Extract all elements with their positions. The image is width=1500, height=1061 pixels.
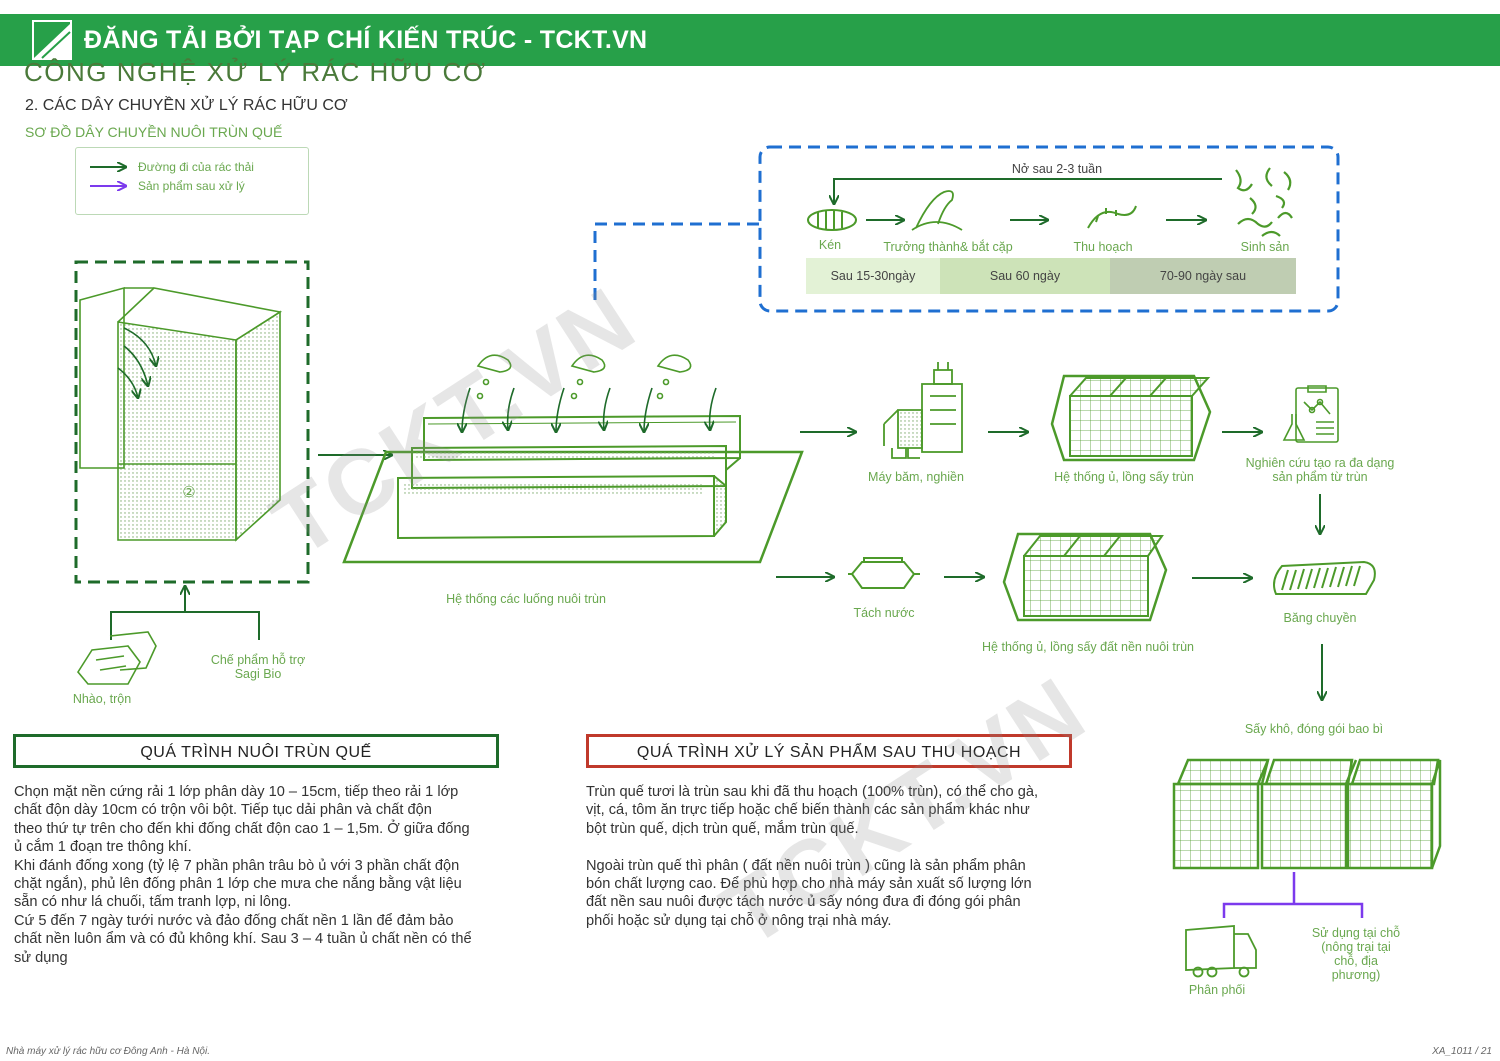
- distribution-label: Phân phối: [1188, 983, 1246, 997]
- process-left-text: Chọn mặt nền cứng rải 1 lớp phân dày 10 …: [14, 784, 472, 966]
- process-left-title: QUÁ TRÌNH NUÔI TRÙN QUẾ: [13, 734, 499, 768]
- section-title: CÔNG NGHỆ XỬ LÝ RÁC HỮU CƠ: [24, 57, 487, 87]
- grinder-label: Máy băm, nghiền: [868, 470, 964, 484]
- mix-to-compost-line: [110, 611, 260, 640]
- packing-label: Sấy khô, đóng gói bao bì: [1244, 722, 1384, 736]
- stage-reproduce: Sinh sản: [1240, 240, 1290, 254]
- research-lab-icon: [1282, 385, 1339, 443]
- adult-worm-icon: [911, 190, 963, 231]
- footer-right: XA_1011 / 21: [1432, 1046, 1492, 1057]
- delivery-truck-icon: [1185, 925, 1257, 978]
- process-right-title: QUÁ TRÌNH XỬ LÝ SẢN PHẨM SAU THU HOẠCH: [586, 734, 1072, 768]
- packed-pallets-icon: [1172, 758, 1442, 870]
- band-1-label: Sau 15-30ngày: [830, 269, 916, 283]
- incubator-label: Hệ thống ủ, lồng sấy trùn: [1054, 470, 1194, 484]
- grinder-machine-icon: [883, 362, 963, 459]
- worm-incubator-icon: [1050, 374, 1212, 462]
- separator-label: Tách nước: [853, 606, 915, 620]
- band-3-bg: [1110, 258, 1296, 294]
- compost-number: ②: [182, 484, 196, 501]
- band-2-bg: [940, 258, 1110, 294]
- soil-incubator-label: Hệ thống ủ, lồng sấy đất nền nuôi trùn: [982, 640, 1194, 654]
- legend-item-waste-path: Đường đi của rác thải: [138, 160, 254, 174]
- worm-beds-illustration: [342, 414, 804, 564]
- band-1-bg: [806, 258, 940, 294]
- process-right-text: Trùn quế tươi là trùn sau khi đã thu hoạ…: [586, 784, 1039, 929]
- stage-cocoon: Kén: [818, 238, 842, 252]
- local-use-label: Sử dụng tại chỗ (nông trại tại chỗ, địa …: [1311, 926, 1401, 982]
- beds-to-lifecycle-connector: [593, 222, 760, 300]
- distribution-split-line: [1222, 872, 1364, 918]
- subtitle: 2. CÁC DÂY CHUYỀN XỬ LÝ RÁC HỮU CƠ: [25, 97, 348, 114]
- legend: [75, 147, 309, 215]
- compost-area-box: [74, 260, 310, 584]
- stage-adult: Trưởng thành& bắt cặp: [883, 240, 1013, 254]
- bio-product-label: Chế phẩm hỗ trợ Sagi Bio: [210, 653, 306, 681]
- band-2-label: Sau 60 ngày: [989, 269, 1061, 283]
- hatch-loop-arrow: [834, 178, 1222, 204]
- feed-drop-icons: [462, 354, 717, 432]
- harvest-worm-icon: [1087, 205, 1137, 229]
- conveyor-belt-icon: [1273, 560, 1376, 595]
- cocoon-icon: [807, 209, 857, 231]
- soil-incubator-icon: [1002, 532, 1168, 622]
- mixing-label: Nhào, trộn: [72, 692, 132, 706]
- band-3-label: 70-90 ngày sau: [1159, 269, 1247, 283]
- hatch-note: Nở sau 2-3 tuần: [1011, 162, 1103, 176]
- diagram-title: SƠ ĐỒ DÂY CHUYỀN NUÔI TRÙN QUẾ: [25, 124, 283, 140]
- water-separator-icon: [848, 557, 920, 589]
- banner-text: ĐĂNG TẢI BỞI TẠP CHÍ KIẾN TRÚC - TCKT.VN: [84, 26, 648, 54]
- beds-label: Hệ thống các luống nuôi trùn: [446, 592, 606, 606]
- footer-left: Nhà máy xử lý rác hữu cơ Đông Anh - Hà N…: [6, 1046, 210, 1057]
- mixing-machine-icon: [77, 631, 157, 685]
- worms-cluster-icon: [1235, 167, 1293, 237]
- stage-harvest: Thu hoạch: [1073, 240, 1133, 254]
- legend-item-product: Sản phẩm sau xử lý: [138, 179, 245, 193]
- header-banner: [0, 14, 1500, 66]
- compost-pile-illustration: [79, 286, 283, 542]
- conveyor-label: Băng chuyền: [1283, 611, 1357, 625]
- lifecycle-box: [758, 145, 1340, 313]
- research-label: Nghiên cứu tạo ra đa dạng sản phẩm từ tr…: [1245, 456, 1395, 484]
- tckt-logo-icon: [32, 20, 72, 60]
